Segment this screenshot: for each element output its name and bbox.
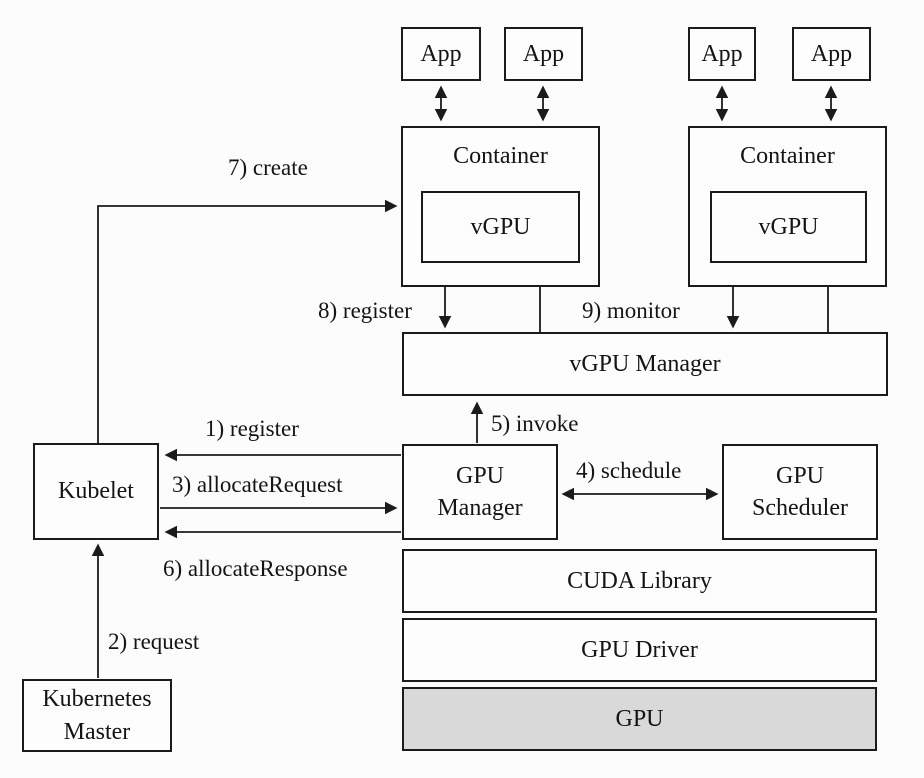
edge-label-register-vgpu: 8) register xyxy=(318,298,412,323)
app-box-3: App xyxy=(688,27,756,81)
cuda-library-box: CUDA Library xyxy=(402,549,877,613)
edge-label-allocate-response: 6) allocateResponse xyxy=(163,556,348,581)
app-box-2: App xyxy=(504,27,583,81)
vgpu-left-box: vGPU xyxy=(421,191,580,263)
edge-label-create: 7) create xyxy=(228,155,308,180)
kubelet-box: Kubelet xyxy=(33,443,159,540)
vgpu-manager-box: vGPU Manager xyxy=(402,332,888,396)
gpu-driver-box: GPU Driver xyxy=(402,618,877,682)
gpu-manager-box: GPU Manager xyxy=(402,444,558,540)
edge-label-schedule: 4) schedule xyxy=(576,458,682,483)
app-label-4: App xyxy=(810,40,853,67)
container-left-box: Container vGPU xyxy=(401,126,600,287)
app-box-1: App xyxy=(401,27,481,81)
container-right-label: Container xyxy=(740,143,835,169)
kubernetes-master-label: Kubernetes Master xyxy=(42,686,152,745)
edge-label-invoke: 5) invoke xyxy=(491,411,579,436)
app-label-2: App xyxy=(522,40,565,67)
gpu-scheduler-box: GPU Scheduler xyxy=(722,444,878,540)
edge-label-request: 2) request xyxy=(108,629,200,654)
container-left-label: Container xyxy=(453,143,548,169)
gpu-label: GPU xyxy=(615,705,664,732)
gpu-driver-label: GPU Driver xyxy=(581,636,698,663)
vgpu-left-label: vGPU xyxy=(470,213,531,240)
vgpu-right-label: vGPU xyxy=(758,213,819,240)
edge-label-allocate-request: 3) allocateRequest xyxy=(172,472,343,497)
edge-create xyxy=(97,199,398,443)
app-label-3: App xyxy=(701,40,743,67)
vgpu-right-box: vGPU xyxy=(710,191,867,263)
app-label-1: App xyxy=(420,40,462,67)
kubernetes-master-box: Kubernetes Master xyxy=(22,679,172,752)
cuda-library-label: CUDA Library xyxy=(567,567,712,594)
edge-label-monitor: 9) monitor xyxy=(582,298,680,323)
gpu-scheduler-label: GPU Scheduler xyxy=(752,462,848,521)
container-right-box: Container vGPU xyxy=(688,126,887,287)
gpu-box: GPU xyxy=(402,687,877,751)
vgpu-manager-label: vGPU Manager xyxy=(569,350,721,377)
app-box-4: App xyxy=(792,27,871,81)
edge-label-register: 1) register xyxy=(205,416,299,441)
kubelet-label: Kubelet xyxy=(58,478,134,505)
gpu-manager-label: GPU Manager xyxy=(437,462,523,521)
